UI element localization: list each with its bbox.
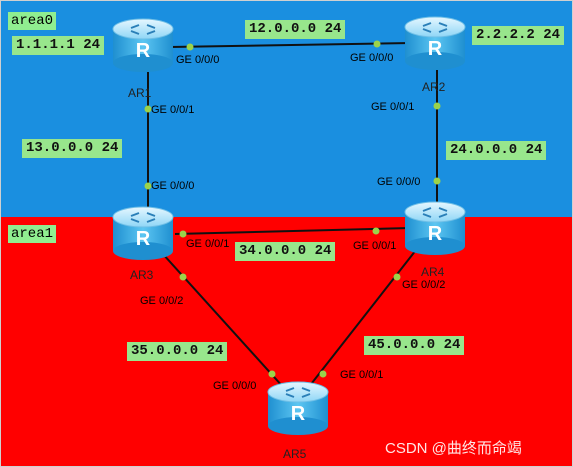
router-ar5-icon[interactable]: R [267, 381, 329, 435]
port-ar5-ge001-dot [319, 370, 327, 378]
ar1-loopback-label: 1.1.1.1 24 [12, 36, 105, 55]
router-ar1-icon[interactable]: R [112, 18, 174, 72]
svg-text:R: R [136, 40, 151, 62]
svg-text:R: R [428, 223, 443, 245]
link-ar1-ar2 [169, 42, 413, 48]
port-ar4-ge000-dot [433, 177, 441, 185]
network-24-label: 24.0.0.0 24 [446, 141, 547, 160]
network-13-label: 13.0.0.0 24 [22, 139, 123, 158]
port-ar3-ge000-dot [144, 182, 152, 190]
port-ar4-ge002-dot [393, 273, 401, 281]
network-35-label: 35.0.0.0 24 [127, 342, 228, 361]
ar3-name-label: AR3 [130, 268, 154, 282]
port-ar3-ge002-dot [179, 273, 187, 281]
port-ar3-ge001-dot [179, 230, 187, 238]
svg-text:R: R [291, 403, 306, 425]
ar4-name-label: AR4 [421, 265, 445, 279]
ar5-ge001-label: GE 0/0/1 [340, 369, 384, 381]
port-ar5-ge000-dot [268, 370, 276, 378]
ar4-ge002-label: GE 0/0/2 [402, 279, 446, 291]
watermark: CSDN @曲终而命竭 [385, 440, 522, 457]
ar1-name-label: AR1 [128, 86, 152, 100]
ar4-ge000-label: GE 0/0/0 [377, 176, 421, 188]
ar2-name-label: AR2 [422, 80, 446, 94]
ar2-loopback-label: 2.2.2.2 24 [472, 26, 565, 45]
ar3-ge001-label: GE 0/0/1 [186, 238, 230, 250]
svg-text:R: R [428, 38, 443, 60]
ar4-ge001-label: GE 0/0/1 [353, 240, 397, 252]
ar5-ge000-label: GE 0/0/0 [213, 380, 257, 392]
port-ar4-ge001-dot [372, 227, 380, 235]
ar5-name-label: AR5 [283, 447, 307, 461]
ar2-ge001-label: GE 0/0/1 [371, 101, 415, 113]
link-ar4-ar5 [307, 249, 417, 389]
router-ar4-icon[interactable]: R [404, 201, 466, 255]
network-45-label: 45.0.0.0 24 [364, 336, 465, 355]
router-ar2-icon[interactable]: R [404, 16, 466, 70]
ar1-ge001-label: GE 0/0/1 [151, 104, 195, 116]
area0-label: area0 [8, 12, 57, 30]
ar2-ge000-label: GE 0/0/0 [350, 52, 394, 64]
ar1-ge000-label: GE 0/0/0 [176, 54, 220, 66]
svg-text:R: R [136, 228, 151, 250]
ar3-ge002-label: GE 0/0/2 [140, 295, 184, 307]
port-ar1-ge000-dot [186, 43, 194, 51]
ar3-ge000-label: GE 0/0/0 [151, 180, 195, 192]
port-ar2-ge000-dot [373, 40, 381, 48]
network-34-label: 34.0.0.0 24 [235, 242, 336, 261]
link-ar3-ar4 [174, 227, 411, 235]
port-ar1-ge001-dot [144, 105, 152, 113]
port-ar2-ge001-dot [433, 102, 441, 110]
network-12-label: 12.0.0.0 24 [245, 20, 346, 39]
area1-label: area1 [8, 225, 57, 243]
router-ar3-icon[interactable]: R [112, 206, 174, 260]
